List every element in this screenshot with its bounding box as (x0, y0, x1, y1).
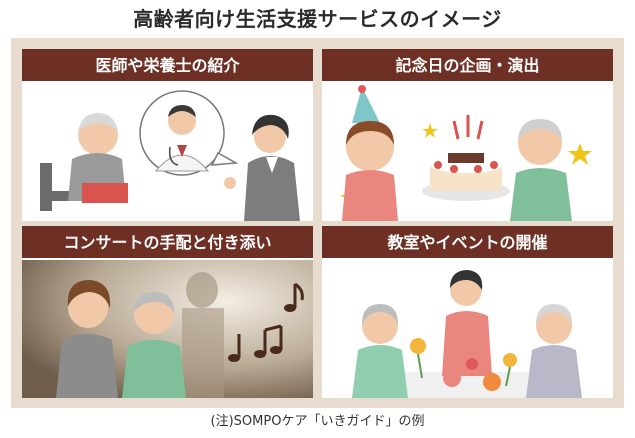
panel-doctor-nutritionist: 医師や栄養士の紹介 (22, 49, 313, 221)
birthday-cake-illustration (340, 85, 592, 221)
panel-label: 教室やイベントの開催 (322, 226, 613, 260)
panel-label: 記念日の企画・演出 (322, 49, 613, 83)
panel-anniversary-planning: 記念日の企画・演出 (322, 49, 613, 221)
panel-concert-arrangement: コンサートの手配と付き添い (22, 226, 313, 398)
doctor-consultation-illustration (40, 90, 300, 221)
panel-label: 医師や栄養士の紹介 (22, 49, 313, 83)
panel-label: コンサートの手配と付き添い (22, 226, 313, 260)
flower-arrangement-illustration (352, 270, 582, 398)
infographic-frame: 医師や栄養士の紹介 記念日の企画・演出 (11, 38, 624, 408)
page-title: 高齢者向け生活支援サービスのイメージ (133, 7, 502, 31)
source-footnote: (注)SOMPOケア「いきガイド」の例 (210, 414, 425, 429)
panel-classes-events: 教室やイベントの開催 (322, 226, 613, 398)
music-notes-illustration (22, 260, 313, 398)
